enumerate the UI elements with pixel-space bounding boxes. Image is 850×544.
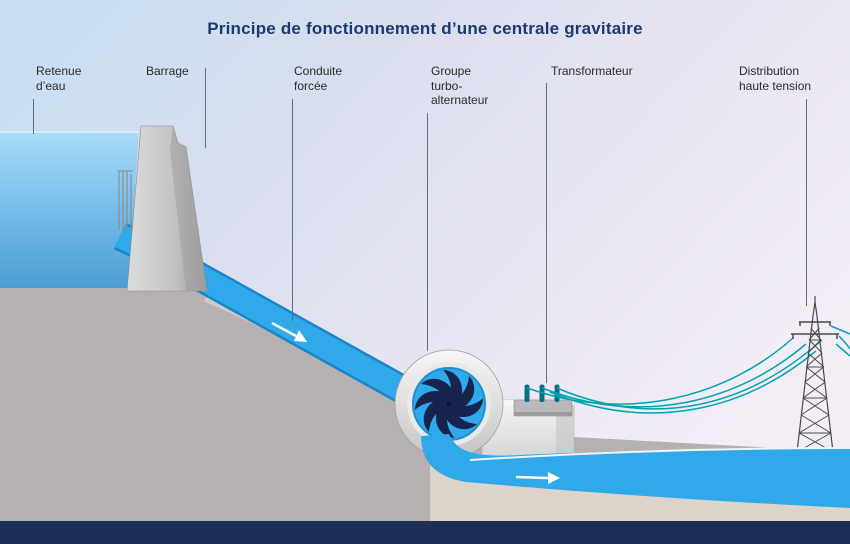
leader-line-barrage: [205, 68, 206, 148]
tailrace-flow-arrow-icon: [515, 472, 560, 484]
transmission-pylon: [791, 296, 839, 453]
leader-line-distribution-haute-tension: [806, 99, 807, 306]
leader-line-groupe-turbo-alternateur: [427, 113, 428, 351]
label-transformateur: Transformateur: [551, 64, 633, 78]
bottom-bar: [0, 521, 850, 544]
transformer-bushings: [524, 384, 560, 402]
penstock-flow-arrow-icon: [271, 321, 307, 342]
intake-rack: [117, 170, 133, 230]
label-groupe-turbo-alternateur: Groupe turbo- alternateur: [431, 64, 489, 108]
leader-line-retenue-eau: [33, 99, 34, 134]
power-lines: [526, 325, 850, 414]
dam-structure: [126, 125, 208, 292]
diagram-title: Principe de fonctionnement d’une central…: [207, 19, 643, 38]
label-barrage: Barrage: [146, 64, 189, 78]
leader-line-transformateur: [546, 83, 547, 383]
turbine-blades: [415, 370, 483, 438]
leader-line-conduite-forcee: [292, 99, 293, 321]
reservoir-water: [0, 131, 139, 291]
label-conduite-forcee: Conduite forcée: [294, 64, 343, 93]
tailrace-channel: [421, 434, 850, 508]
label-retenue-eau: Retenue d’eau: [36, 64, 82, 93]
label-distribution-haute-tension: Distribution haute tension: [739, 64, 812, 93]
transformer-unit: [513, 384, 573, 417]
turbine-wheel: [412, 367, 486, 441]
